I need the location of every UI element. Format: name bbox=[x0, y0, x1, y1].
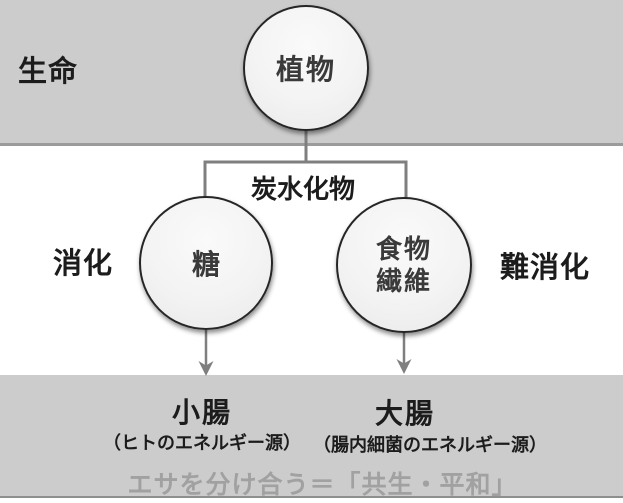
fiber-node-label-line2: 繊維 bbox=[375, 266, 432, 296]
fiber-node-label-line1: 食物 bbox=[375, 233, 432, 264]
indigestible-label: 難消化 bbox=[500, 252, 591, 284]
life-label: 生命 bbox=[18, 56, 79, 88]
digestion-label: 消化 bbox=[53, 248, 114, 280]
sugar-node-label: 糖 bbox=[191, 249, 220, 280]
intestine-band-background bbox=[0, 375, 623, 498]
fiber-node: 食物 繊維 bbox=[336, 197, 472, 333]
arrow-fiber-to-large-intestine-head bbox=[396, 359, 412, 374]
large-intestine-caption: （腸内細菌のエネルギー源） bbox=[313, 435, 547, 455]
fiber-node-label: 食物 繊維 bbox=[376, 233, 432, 298]
symbiosis-footer-text: エサを分け合う＝「共生・平和」 bbox=[127, 471, 518, 499]
small-intestine-title: 小腸 bbox=[171, 397, 232, 428]
carbohydrate-label: 炭水化物 bbox=[250, 174, 355, 204]
small-intestine-caption: （ヒトのエネルギー源） bbox=[103, 433, 301, 453]
sugar-node: 糖 bbox=[139, 196, 273, 330]
large-intestine-title: 大腸 bbox=[374, 398, 435, 429]
arrow-sugar-to-small-intestine-head bbox=[198, 361, 214, 376]
plant-node-label: 植物 bbox=[275, 54, 336, 85]
plant-node: 植物 bbox=[243, 5, 369, 131]
